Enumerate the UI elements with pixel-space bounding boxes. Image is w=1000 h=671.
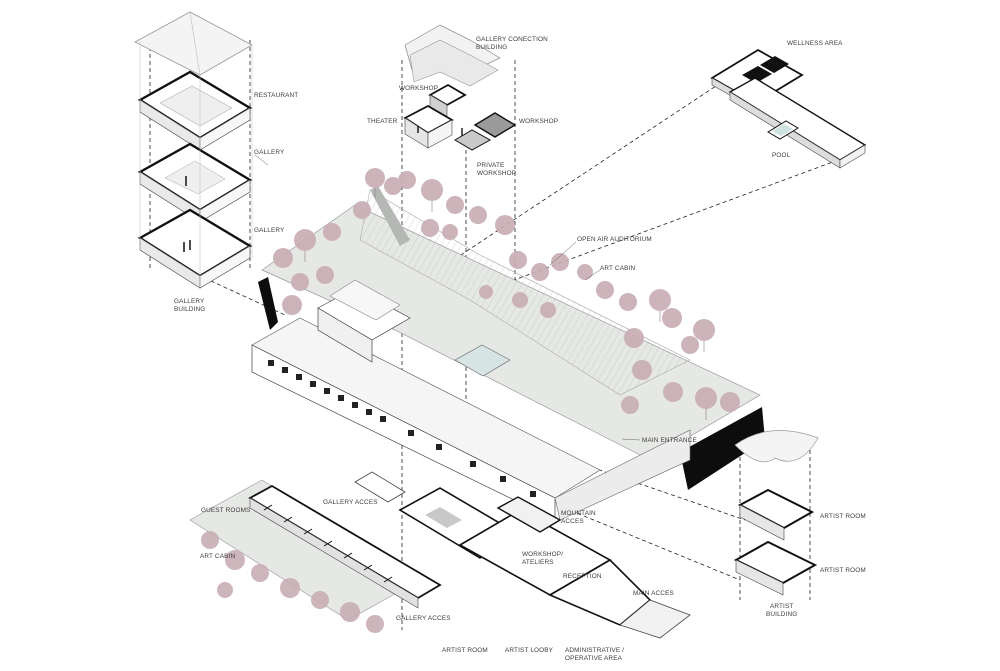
tree-trunks: [304, 188, 707, 420]
label-guest-rooms: GUEST ROOMS: [201, 507, 251, 514]
restaurant-floor: [137, 70, 253, 151]
label-gallery-acces-bottom: GALLERY ACCES: [396, 615, 451, 622]
label-gallery-connection-building: GALLERY CONECTION BUILDING: [476, 36, 548, 51]
black-edge-panel-west: [258, 277, 278, 330]
label-pool: POOL: [772, 152, 791, 159]
main-building: [251, 279, 691, 521]
label-gallery-acces-top: GALLERY ACCES: [323, 499, 378, 506]
label-artist-room-bottom: ARTIST ROOM: [442, 647, 488, 654]
label-art-cabin-top: ART CABIN: [600, 265, 636, 272]
artist-building-stack: [733, 430, 819, 596]
gallery-connection-stack: [403, 24, 517, 151]
label-restaurant: RESTAURANT: [254, 92, 299, 99]
label-artist-building: ARTIST BUILDING: [766, 603, 798, 618]
label-main-acces: MAIN ACCES: [633, 590, 674, 597]
label-gallery-upper: GALLERY: [254, 149, 285, 156]
label-wellness-area: WELLNESS AREA: [787, 40, 843, 47]
label-workshop-right: WORKSHOP: [519, 118, 559, 125]
ground-floor-plan: [189, 471, 691, 639]
label-private-workshop: PRIVATE WORKSHOP: [477, 162, 517, 177]
label-art-cabin-bottom: ART CABIN: [200, 553, 236, 560]
wellness-area-plan: [710, 48, 867, 169]
gallery-floor-lower: [137, 208, 253, 289]
label-gallery-lower: GALLERY: [254, 227, 285, 234]
label-reception: RECEPTION: [563, 573, 602, 580]
label-gallery-building: GALLERY BUILDING: [174, 298, 206, 313]
label-main-entrance: MAIN ENTRANCE: [642, 437, 697, 444]
main-site-ground: [258, 186, 765, 490]
label-theater: THEATER: [367, 118, 398, 125]
label-artist-room-upper: ARTIST ROOM: [820, 513, 866, 520]
gallery-floor-upper: [137, 142, 253, 223]
leader-lines: [254, 154, 641, 441]
black-edge-panel-east: [680, 407, 765, 490]
label-workshop-ateliers: WORKSHOP/ ATELIERS: [522, 551, 564, 566]
label-mountain-acces: MOUNTAIN ACCES: [561, 510, 596, 525]
label-artist-looby: ARTIST LOOBY: [505, 647, 554, 654]
label-open-air-auditorium: OPEN AIR AUDITORIUM: [577, 236, 652, 243]
label-workshop-left: WORKSHOP: [399, 85, 439, 92]
label-administrative-area: ADMINISTRATIVE / OPERATIVE AREA: [565, 647, 625, 662]
label-artist-room-lower: ARTIST ROOM: [820, 567, 866, 574]
gallery-building-stack: [134, 11, 253, 289]
trees: [273, 168, 740, 414]
